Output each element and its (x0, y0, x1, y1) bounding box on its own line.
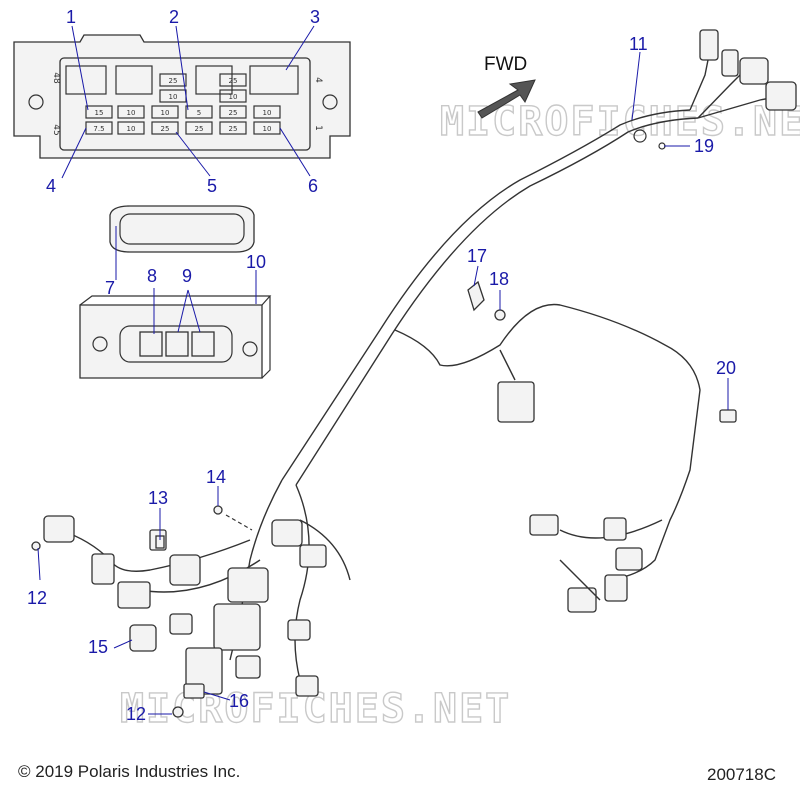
leader-lines (37, 25, 729, 715)
callout-label: 4 (46, 176, 56, 196)
callout-label: 11 (629, 34, 648, 54)
fuse-value: 5 (197, 109, 201, 117)
callout-label: 19 (694, 136, 714, 156)
callout-label: 13 (148, 488, 168, 508)
fuse-box-cover (109, 205, 255, 253)
relay-box (79, 295, 272, 379)
copyright-notice: © 2019 Polaris Industries Inc. (18, 762, 241, 781)
callout-label: 1 (66, 7, 76, 27)
callout-label: 16 (229, 691, 249, 711)
fuse-value: 7.5 (93, 125, 104, 133)
fuse-box-mark: 45 (51, 124, 61, 135)
callout-label: 10 (246, 252, 266, 272)
fuse-value: 10 (161, 109, 170, 117)
callout-label: 12 (27, 588, 47, 608)
fuse-value: 10 (229, 93, 238, 101)
callout-label: 8 (147, 266, 157, 286)
diagram-id: 200718C (706, 765, 776, 784)
fuse-value: 15 (95, 109, 104, 117)
callout-label: 7 (105, 278, 115, 298)
fuse-box-mark: 48 (51, 72, 61, 84)
callout-label: 18 (489, 269, 509, 289)
callout-label: 20 (716, 358, 736, 378)
fuse-value: 25 (169, 77, 178, 85)
fuse-value: 25 (229, 125, 238, 133)
fwd-label: FWD (484, 54, 527, 75)
fuse-box-mark: 1 (313, 125, 323, 131)
callout-label: 3 (310, 7, 320, 27)
callout-label: 14 (206, 467, 226, 487)
callout-label: 17 (467, 246, 487, 266)
callouts: 1 2 3 4 5 6 7 8 9 10 11 12 12 13 14 15 1… (27, 7, 736, 724)
callout-label: 6 (308, 176, 318, 196)
callout-label: 9 (182, 266, 192, 286)
callout-label: 5 (207, 176, 217, 196)
fuse-value: 25 (229, 109, 238, 117)
forward-arrow: FWD (477, 54, 536, 119)
fuse-value: 25 (161, 125, 170, 133)
fuse-value: 10 (127, 125, 136, 133)
fuse-box-mark: 4 (313, 77, 323, 83)
fuse-value: 10 (263, 109, 272, 117)
fuse-value: 25 (195, 125, 204, 133)
callout-label: 2 (169, 7, 179, 27)
fuse-value: 25 (229, 77, 238, 85)
fuse-value: 10 (127, 109, 136, 117)
callout-label: 12 (126, 704, 146, 724)
main-harness (31, 29, 797, 718)
callout-label: 15 (88, 637, 108, 657)
fuse-value: 10 (169, 93, 178, 101)
fuse-value: 10 (263, 125, 272, 133)
